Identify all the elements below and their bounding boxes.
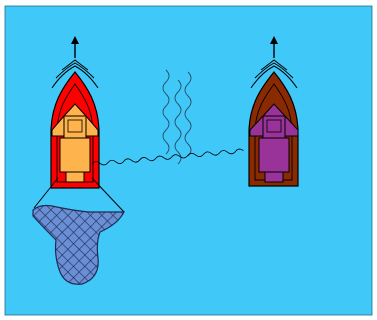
- fishing-boats-diagram: [0, 0, 377, 320]
